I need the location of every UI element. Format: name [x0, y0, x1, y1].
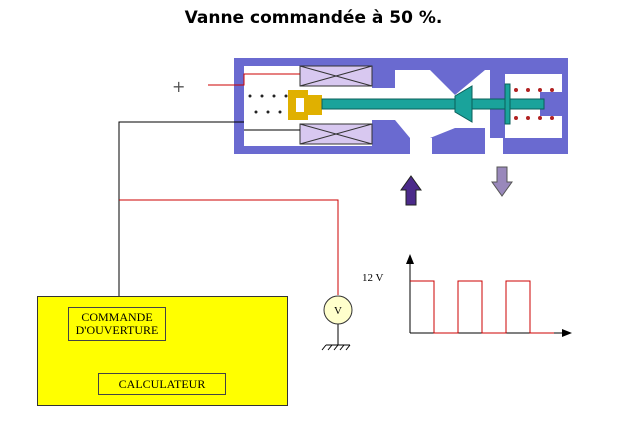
- voltmeter-label: V: [334, 305, 342, 317]
- pwm-graph: [406, 254, 572, 337]
- command-label-line1: COMMANDE: [81, 310, 153, 324]
- solenoid-coil: [299, 65, 373, 145]
- calculator-label: CALCULATEUR: [118, 377, 206, 391]
- coil-wire-red: [208, 73, 300, 86]
- valve-disc: [504, 83, 511, 125]
- calculator-label-box: CALCULATEUR: [98, 373, 226, 395]
- ground-icon: [321, 344, 351, 351]
- pwm-y-arrow: [406, 254, 414, 264]
- flow-out-arrow: [491, 166, 513, 197]
- command-label-line2: D'OUVERTURE: [75, 323, 159, 337]
- voltmeter: [323, 295, 353, 325]
- left-spring: [248, 94, 288, 114]
- flow-in-arrow: [400, 175, 422, 206]
- valve-poppet: [454, 85, 473, 123]
- pwm-signal: [410, 280, 554, 334]
- command-label-box: COMMANDE D'OUVERTURE: [68, 307, 166, 341]
- plunger: [288, 90, 322, 120]
- wire-black-main: [118, 121, 244, 296]
- wire-red-main: [119, 199, 339, 295]
- pwm-voltage-label: 12 V: [362, 272, 384, 284]
- page-title: Vanne commandée à 50 %.: [184, 8, 443, 28]
- pwm-x-arrow: [562, 329, 572, 337]
- controller-box: COMMANDE D'OUVERTURE CALCULATEUR: [37, 296, 288, 406]
- right-spring: [514, 88, 554, 120]
- valve-stem: [321, 98, 545, 110]
- supply-plus-symbol: +: [172, 77, 186, 96]
